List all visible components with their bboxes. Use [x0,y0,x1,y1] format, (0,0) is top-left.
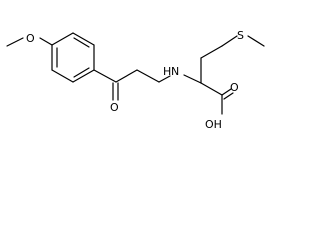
bond-carbonyl-ch2 [115,69,138,83]
molecule-structure: O O N H S O OH [6,29,265,131]
bond-s-methyl [247,35,265,47]
ring-double-2 [73,67,90,78]
atom-ketone-oxygen: O [110,101,119,114]
atom-amine-nitrogen: N [171,65,179,78]
bond-o-ring [39,37,53,46]
bond-ch2-n [158,75,171,83]
bond-ring-carbonyl [93,69,117,83]
bond-methyl-o [6,37,24,47]
atom-sulfur: S [237,29,244,42]
bond-beta-gamma [200,45,223,59]
atom-hydroxyl: OH [205,118,222,131]
bond-n-alpha [183,74,202,84]
bond-alpha-carboxyl [200,82,223,96]
bond-carboxyl-o-1 [221,88,232,96]
bond-gamma-s [221,35,238,47]
bond-ch2-ch2 [136,69,160,83]
ring-bond-5 [51,69,74,83]
atom-amine-hydrogen: H [163,65,171,78]
ring-double-1 [73,37,90,48]
ring-bond-1 [51,32,74,46]
bond-carboxyl-o-2 [223,92,234,100]
ring-bond-2 [72,32,95,46]
structure-canvas: O O N H S O OH [6,29,265,131]
atom-methoxy-oxygen: O [26,32,35,45]
atom-carbonyl-oxygen: O [230,81,239,94]
ring-bond-4 [72,69,95,83]
